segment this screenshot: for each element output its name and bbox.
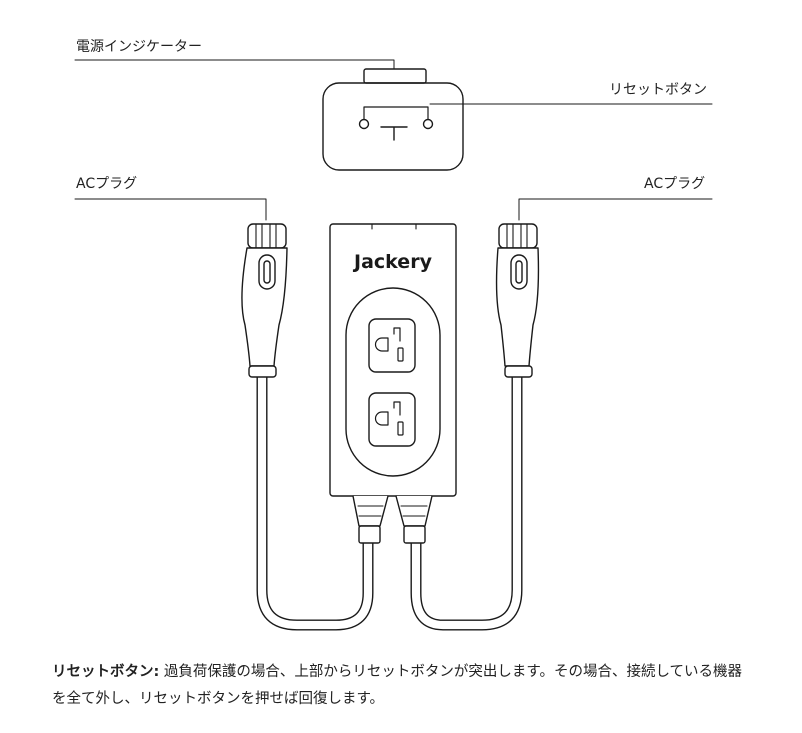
reset-terminal-wire bbox=[363, 106, 429, 120]
reset-button-symbol bbox=[380, 126, 408, 141]
label-power-indicator: 電源インジケーター bbox=[76, 39, 202, 55]
plug-latch-left bbox=[258, 254, 276, 290]
outlet-panel bbox=[345, 287, 441, 477]
indicator-leader-line bbox=[74, 59, 395, 70]
label-reset-button: リセットボタン bbox=[609, 82, 707, 98]
label-ac-plug-right: ACプラグ bbox=[644, 176, 706, 192]
indicator-tab bbox=[363, 68, 427, 84]
reset-module-body bbox=[322, 82, 464, 171]
ac-plug-left-leader-line bbox=[74, 198, 267, 221]
outlet-box-body bbox=[329, 223, 457, 497]
strain-relief-right bbox=[395, 495, 433, 527]
note-title: リセットボタン: bbox=[52, 664, 160, 680]
plug-latch-right bbox=[510, 254, 528, 290]
reset-terminal-right bbox=[422, 118, 434, 130]
product-diagram: Jackery bbox=[74, 59, 713, 631]
outlet-top bbox=[368, 318, 416, 373]
plug-body-right bbox=[495, 247, 540, 367]
outlet-box bbox=[329, 223, 457, 544]
ac-plug-right-leader-line bbox=[518, 198, 713, 221]
strain-relief-left bbox=[352, 495, 389, 527]
plug-collar-right bbox=[504, 365, 533, 378]
outlet-bottom bbox=[368, 392, 416, 447]
reset-terminal-left bbox=[358, 118, 370, 130]
label-ac-plug-left: ACプラグ bbox=[76, 176, 138, 192]
plug-head-right bbox=[498, 223, 538, 249]
ac-plug-left bbox=[241, 223, 374, 631]
note-body: 過負荷保護の場合、上部からリセットボタンが突出します。その場合、接続している機器… bbox=[52, 664, 743, 707]
reset-button-note: リセットボタン: 過負荷保護の場合、上部からリセットボタンが突出します。その場合… bbox=[52, 659, 752, 713]
plug-head-left bbox=[247, 223, 287, 249]
ac-plug-right bbox=[410, 223, 540, 631]
plug-collar-left bbox=[248, 365, 277, 378]
brand-logo: Jackery bbox=[352, 251, 433, 273]
reset-module-detail bbox=[74, 59, 713, 171]
